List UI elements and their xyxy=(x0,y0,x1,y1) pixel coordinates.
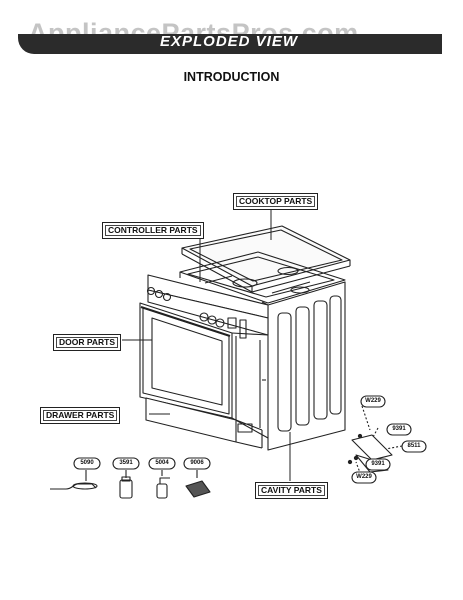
label-door-parts: DOOR PARTS xyxy=(53,334,122,351)
code-w229-top: W229 xyxy=(365,398,381,404)
label-cooktop-parts: COOKTOP PARTS xyxy=(233,193,319,210)
code-5004: 5004 xyxy=(155,460,169,466)
code-3591: 3591 xyxy=(119,460,133,466)
label-controller-parts: CONTROLLER PARTS xyxy=(102,222,204,239)
code-9391-top: 9391 xyxy=(392,426,406,432)
label-drawer-parts: DRAWER PARTS xyxy=(40,407,121,424)
code-9391-bottom: 9391 xyxy=(371,461,385,467)
code-5090: 5090 xyxy=(80,460,94,466)
code-ovals xyxy=(73,395,427,484)
cooktop-panel xyxy=(181,225,351,293)
accessory-wire xyxy=(50,470,98,490)
cooktop-frame xyxy=(179,251,346,304)
page-title: EXPLODED VIEW xyxy=(160,33,299,50)
code-w229-bottom: W229 xyxy=(356,474,372,480)
label-cavity-parts: CAVITY PARTS xyxy=(255,482,328,499)
accessory-spray xyxy=(156,470,170,499)
header-bar xyxy=(18,34,442,54)
oven-door xyxy=(139,302,269,439)
storage-drawer xyxy=(145,397,263,449)
leader-lines xyxy=(122,207,291,481)
accessory-pad xyxy=(185,470,211,498)
code-8511: 8511 xyxy=(407,443,421,449)
code-9006: 9006 xyxy=(190,460,204,466)
section-title: INTRODUCTION xyxy=(183,70,280,84)
accessory-bottle xyxy=(119,470,133,499)
range-side-panel xyxy=(261,281,346,451)
